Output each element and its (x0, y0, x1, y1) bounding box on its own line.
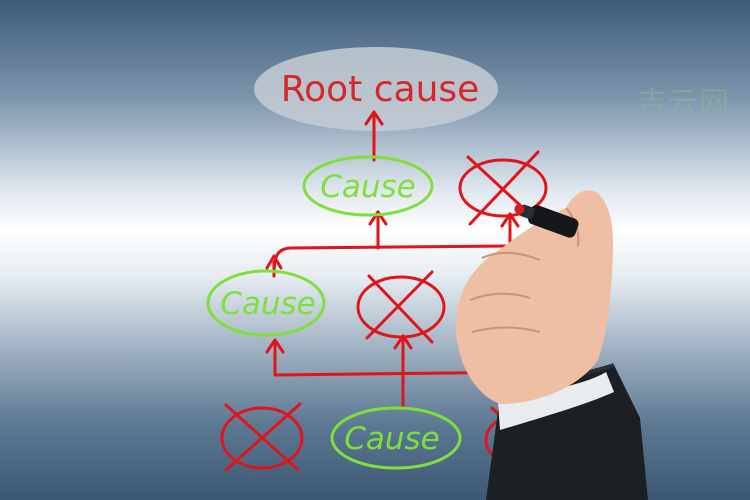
cause-label-middle: Cause (220, 286, 316, 322)
hand-with-marker (455, 190, 648, 500)
cause-label-top: Cause (320, 169, 416, 205)
rejected-cause-bottom-left (220, 402, 304, 472)
cause-ellipses (206, 155, 462, 470)
root-cause-bubble (254, 47, 498, 131)
rejected-cause-middle (356, 270, 446, 344)
connector-lines (265, 110, 550, 410)
watermark-text: 吉云网 (637, 86, 730, 121)
cause-label-bottom: Cause (344, 421, 440, 457)
root-cause-label: Root cause (281, 69, 480, 110)
